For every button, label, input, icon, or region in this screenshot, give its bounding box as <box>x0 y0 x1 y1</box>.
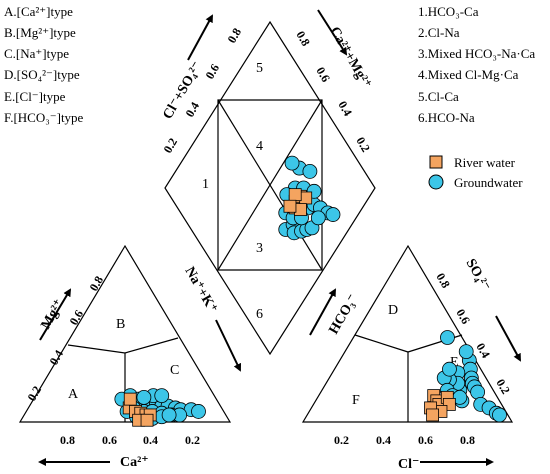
anion-river-point <box>426 408 440 422</box>
diamond <box>164 20 376 356</box>
data-points <box>114 155 507 427</box>
anion-groundwater-point <box>440 330 455 345</box>
diamond-right-tick-06: 0.6 <box>313 65 333 85</box>
series-legend: River water Groundwater <box>428 155 523 190</box>
zone-label-d: D <box>388 303 398 318</box>
legend-left: A.[Ca²⁺]type B.[Mg²⁺]type C.[Na⁺]type D.… <box>4 4 84 125</box>
legend-right-item-3: 4.Mixed Cl-Mg·Ca <box>418 67 519 82</box>
diamond-left-ticks: 0.2 0.4 0.6 0.8 <box>160 26 244 156</box>
cation-left-ticks: 0.2 0.4 0.6 0.8 <box>24 274 106 404</box>
anion-label-hco3: HCO₃⁻ <box>326 292 361 337</box>
diamond-river-point <box>288 188 302 202</box>
anion-right-tick-04: 0.4 <box>473 341 493 361</box>
legend-left-item-5: F.[HCO₃⁻]type <box>4 110 84 125</box>
legend-river-marker <box>429 155 443 169</box>
anion-groundwater-point <box>458 344 474 360</box>
zone-label-5: 5 <box>256 61 263 76</box>
anion-tick-04: 0.4 <box>376 433 391 447</box>
cation-zone-divider-ab <box>67 337 179 354</box>
legend-left-item-4: E.[Cl⁻]type <box>4 89 66 104</box>
zone-labels: A B C D E F 1 2 3 4 5 6 <box>68 61 459 408</box>
cation-label-ca: Ca²⁺ <box>120 455 149 470</box>
cation-arrow-mg <box>39 288 72 341</box>
diamond-left-tick-08: 0.8 <box>224 26 244 46</box>
anion-right-ticks: 0.8 0.6 0.4 0.2 <box>433 271 513 397</box>
cation-left-tick-02: 0.2 <box>24 384 44 404</box>
legend-river-label: River water <box>454 155 516 170</box>
legend-groundwater-label: Groundwater <box>454 175 523 190</box>
diamond-outline <box>164 20 376 356</box>
legend-right-item-5: 6.HCO-Na <box>418 110 475 125</box>
diamond-arrow-cl-so4 <box>187 14 213 61</box>
anion-groundwater-point <box>442 361 457 377</box>
diamond-right-ticks: 0.8 0.6 0.4 0.2 <box>293 29 373 155</box>
diamond-groundwater-point <box>284 155 300 171</box>
diamond-groundwater-point <box>325 207 341 222</box>
legend-groundwater-marker <box>428 174 444 190</box>
legend-left-item-0: A.[Ca²⁺]type <box>4 4 73 19</box>
legend-right-item-1: 2.Cl-Na <box>418 25 460 40</box>
anion-arrow-hco3 <box>309 288 336 336</box>
anion-right-tick-06: 0.6 <box>453 307 473 327</box>
anion-zone-divider-d <box>354 334 409 353</box>
zone-label-e: E <box>450 355 459 370</box>
cation-tick-08: 0.8 <box>60 433 75 447</box>
cation-river-point <box>140 413 154 427</box>
zone-label-c: C <box>170 363 179 378</box>
cation-tick-06: 0.6 <box>102 433 117 447</box>
anion-triangle <box>301 244 514 423</box>
diamond-right-tick-08: 0.8 <box>293 29 313 49</box>
anion-arrow-so4 <box>495 315 521 362</box>
cation-label-na: Na⁺+K⁺ <box>182 265 220 316</box>
anion-label-cl: Cl⁻ <box>398 457 419 472</box>
cation-left-tick-04: 0.4 <box>46 348 66 368</box>
cation-left-tick-06: 0.6 <box>66 308 86 328</box>
legend-left-item-3: D.[SO₄²⁻]type <box>4 67 80 82</box>
diamond-groundwater-point <box>310 210 326 226</box>
legend-right-item-4: 5.Cl-Ca <box>418 89 459 104</box>
zone-label-4: 4 <box>256 139 263 154</box>
cation-arrow-na <box>215 319 242 372</box>
cation-groundwater-point <box>161 407 177 423</box>
zone-label-f: F <box>352 393 360 408</box>
diamond-groundwater-point <box>302 163 318 179</box>
diamond-left-tick-06: 0.6 <box>202 62 222 82</box>
cation-bottom-ticks: 0.8 0.6 0.4 0.2 <box>60 433 200 447</box>
diamond-right-tick-02: 0.2 <box>353 135 373 155</box>
cation-groundwater-point <box>136 389 152 405</box>
cation-groundwater-point <box>191 404 206 419</box>
diamond-left-tick-02: 0.2 <box>160 136 180 156</box>
anion-right-tick-08: 0.8 <box>433 271 453 291</box>
anion-label-so4: SO₄²⁻ <box>463 257 493 294</box>
cation-tick-02: 0.2 <box>185 433 200 447</box>
legend-right: 1.HCO₃-Ca 2.Cl-Na 3.Mixed HCO₃-Na·Ca 4.M… <box>418 4 535 125</box>
zone-label-a: A <box>68 387 79 402</box>
zone-label-6: 6 <box>256 307 263 322</box>
cation-groundwater-point <box>154 388 170 404</box>
diamond-cross-2 <box>217 99 323 271</box>
anion-tick-08: 0.8 <box>460 433 475 447</box>
anion-right-tick-02: 0.2 <box>493 377 513 397</box>
anion-groundwater-point <box>492 407 507 423</box>
diamond-left-tick-04: 0.4 <box>182 100 202 120</box>
anion-tick-02: 0.2 <box>334 433 349 447</box>
zone-label-1: 1 <box>202 177 209 192</box>
anion-groundwater-point <box>470 384 486 400</box>
cation-river-point <box>123 392 137 406</box>
legend-left-item-1: B.[Mg²⁺]type <box>4 25 76 40</box>
legend-right-item-0: 1.HCO₃-Ca <box>418 4 479 19</box>
legend-left-item-2: C.[Na⁺]type <box>4 46 69 61</box>
legend-right-item-2: 3.Mixed HCO₃-Na·Ca <box>418 46 535 61</box>
diamond-river-point <box>283 199 297 213</box>
zone-label-b: B <box>116 317 125 332</box>
anion-tick-06: 0.6 <box>418 433 433 447</box>
cation-left-tick-08: 0.8 <box>86 274 106 294</box>
anion-bottom-ticks: 0.2 0.4 0.6 0.8 <box>334 433 475 447</box>
zone-label-3: 3 <box>256 241 263 256</box>
cation-tick-04: 0.4 <box>143 433 158 447</box>
diamond-arrow-ca-mg <box>317 9 348 56</box>
diamond-right-tick-04: 0.4 <box>335 99 355 119</box>
